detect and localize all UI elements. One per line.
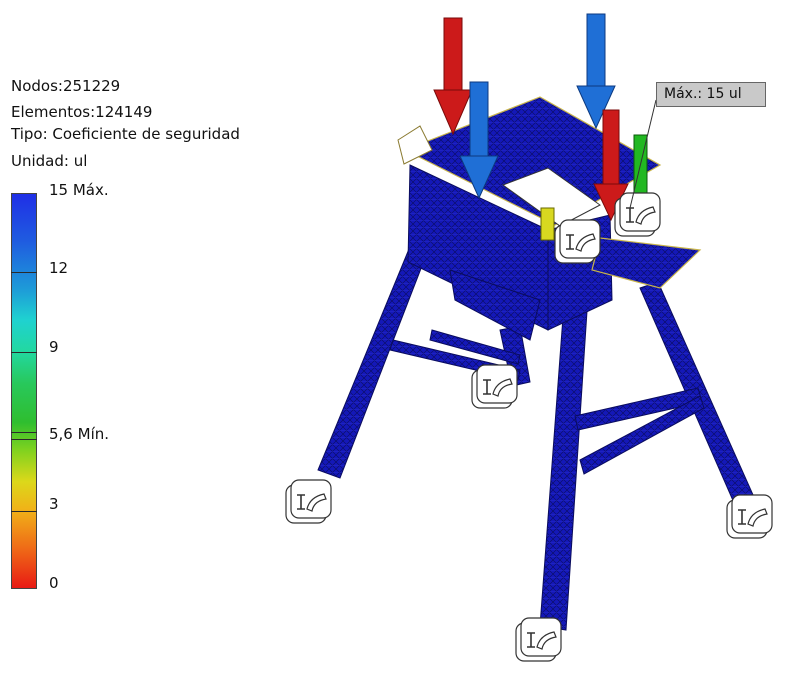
fixed-constraint-icon <box>471 364 518 409</box>
structure-mesh <box>317 96 759 631</box>
legend-label-0: 0 <box>49 574 59 592</box>
load-arrow-icon <box>459 81 499 200</box>
result-type: Tipo: Coeficiente de seguridad <box>11 125 240 143</box>
result-unit: Unidad: ul <box>11 152 88 170</box>
legend-tick <box>11 511 37 512</box>
legend-label-min: 5,6 Mín. <box>49 425 110 443</box>
fixed-constraint-icon <box>554 219 601 264</box>
legend-tick <box>11 439 37 440</box>
legend-tick <box>11 352 37 353</box>
legend-label-max: 15 Máx. <box>49 181 109 199</box>
load-arrow-icon <box>433 17 473 136</box>
max-value-callout[interactable]: Máx.: 15 ul <box>656 82 766 107</box>
fixed-constraint-icon <box>726 494 773 539</box>
callout-leader-line <box>629 99 657 209</box>
load-arrow-icon <box>576 13 616 130</box>
load-arrow-icon <box>593 109 629 222</box>
legend-label-12: 12 <box>49 259 69 277</box>
nodes-count: Nodos:251229 <box>11 77 121 95</box>
fixed-constraint-icon <box>614 192 661 237</box>
legend-label-9: 9 <box>49 338 59 356</box>
fixed-constraint-icon <box>515 617 562 662</box>
legend-tick <box>11 272 37 273</box>
legend-label-3: 3 <box>49 495 59 513</box>
legend-tick <box>11 432 37 433</box>
fixed-constraint-icon <box>285 479 332 524</box>
safety-factor-color-bar <box>11 193 37 589</box>
elements-count: Elementos:124149 <box>11 103 153 121</box>
